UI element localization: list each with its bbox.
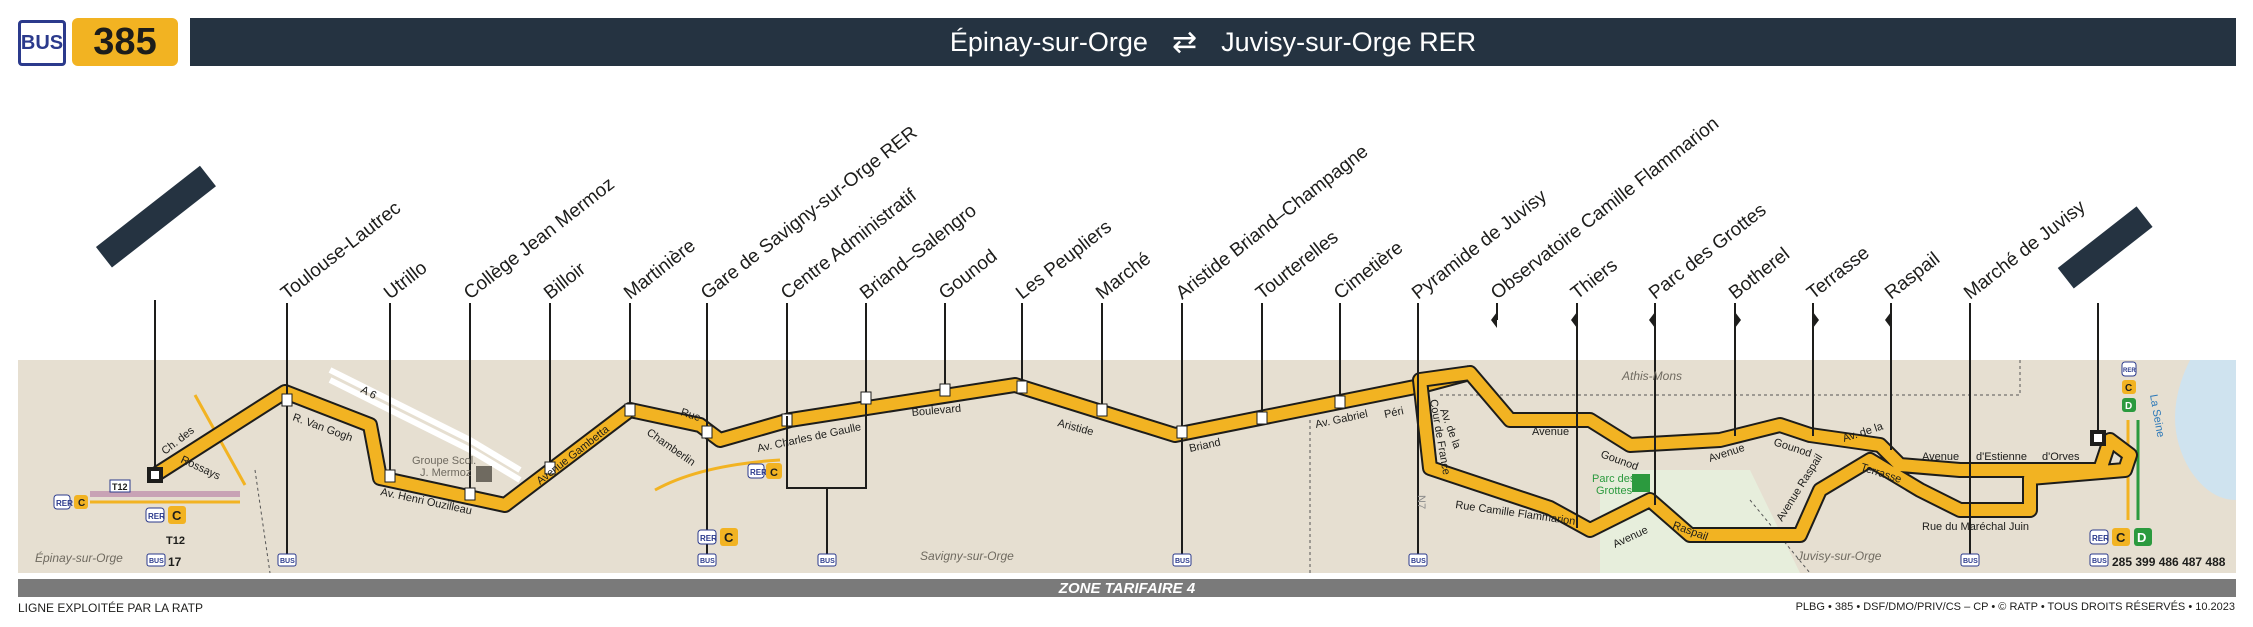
bus-mode-badge: BUS	[18, 20, 66, 66]
bus-icon: BUS	[820, 558, 835, 565]
rer-d-icon: D	[2125, 401, 2132, 412]
direction-arrows-icon: ⇄	[1171, 25, 1198, 59]
rer-icon: RER	[700, 534, 717, 543]
rer-c-track-savigny	[654, 458, 781, 492]
stop-label-thiers: Thiers	[1567, 255, 1622, 304]
terminus-from: Épinay-sur-Orge	[949, 26, 1148, 57]
connection-aristide: BUS	[1172, 553, 1192, 567]
seine-river	[2175, 360, 2236, 500]
commune-boundary	[1749, 499, 1811, 574]
rer-icon: RER	[2092, 534, 2109, 543]
rer-c-icon: C	[724, 530, 734, 545]
street-label: Péri	[1383, 405, 1405, 421]
stop-label-college-jean-mermoz: Collège Jean Mermoz	[460, 174, 619, 304]
park-label: Parc des	[1592, 473, 1636, 485]
t12-icon: T12	[166, 535, 185, 547]
bus-lines-juvisy: 285 399 486 487 488	[2112, 555, 2226, 569]
street-label: N7	[1415, 495, 1427, 509]
stop-label-terrasse: Terrasse	[1803, 243, 1873, 304]
route-loop	[1414, 367, 2136, 541]
street-label: Avenue	[1922, 451, 1959, 463]
stop-label-marche-de-juvisy: Marché de Juvisy	[1960, 196, 2090, 304]
connections-savigny: RER C BUS RER C	[697, 463, 782, 567]
rer-c-icon: C	[2116, 530, 2126, 545]
stop-label-billoir: Billoir	[540, 258, 590, 304]
connection-pyramide: BUS	[1408, 553, 1428, 567]
terminus-to: Juvisy-sur-Orge RER	[1221, 26, 1477, 57]
connection-marche-juvisy: BUS	[1960, 553, 1980, 567]
rer-icon: RER	[148, 512, 165, 521]
street-label: d'Estienne	[1976, 451, 2027, 463]
connection-briand: BUS	[817, 553, 837, 567]
stop-label-cimetiere: Cimetière	[1330, 237, 1407, 304]
area-label-epinay: Épinay-sur-Orge	[35, 550, 123, 565]
street-label: J. Mermoz	[420, 467, 471, 479]
area-label-athis: Athis-Mons	[1621, 369, 1682, 383]
header: BUS 385 Épinay-sur-Orge ⇄ Juvisy-sur-Org…	[0, 0, 2253, 80]
rer-c-icon: C	[2125, 383, 2132, 394]
street-label: Groupe Scol.	[412, 455, 476, 467]
rer-d-icon: D	[2137, 530, 2146, 545]
stop-label-martiniere: Martinière	[620, 235, 700, 304]
bus-icon: BUS	[280, 558, 295, 565]
rer-c-icon: C	[78, 498, 85, 509]
commune-boundary	[1440, 360, 2021, 396]
bus-icon: BUS	[1411, 558, 1426, 565]
stop-label-centre-administratif: Centre Administratif	[777, 185, 921, 304]
stop-label-pyramide-de-juvisy: Pyramide de Juvisy	[1408, 186, 1551, 304]
rer-icon: RER	[56, 499, 73, 508]
park-icon	[1632, 474, 1650, 492]
street-label: Avenue	[1532, 426, 1569, 438]
bus-line-17: 17	[168, 555, 182, 569]
line-number-badge: 385	[72, 18, 178, 66]
bus-icon: BUS	[2092, 558, 2107, 565]
connection-toulouse: BUS	[277, 553, 297, 567]
credits-note: PLBG • 385 • DSF/DMO/PRIV/CS – CP • © RA…	[1795, 601, 2235, 613]
park-label: Grottes	[1596, 485, 1633, 497]
stop-label-gounod: Gounod	[935, 246, 1001, 304]
bus-icon: BUS	[1963, 558, 1978, 565]
street-label: Rue du Maréchal Juin	[1922, 521, 2029, 533]
tram-icon	[109, 479, 131, 493]
stop-label-raspail: Raspail	[1881, 248, 1944, 304]
route-main	[151, 367, 1472, 511]
fare-zone-bar: ZONE TARIFAIRE 4	[18, 579, 2236, 597]
stop-label-marche: Marché	[1092, 248, 1155, 304]
street-label: d'Orves	[2042, 451, 2080, 463]
rer-icon: RER	[750, 468, 767, 477]
area-label-juvisy: Juvisy-sur-Orge	[1796, 549, 1882, 563]
school-icon	[476, 466, 492, 482]
rer-icon: RER	[2123, 368, 2136, 374]
operator-note: LIGNE EXPLOITÉE PAR LA RATP	[18, 601, 203, 615]
commune-boundary	[254, 469, 271, 574]
bus-icon: BUS	[1175, 558, 1190, 565]
rer-c-icon: C	[770, 467, 778, 479]
connections-epinay: RER C T12 RER C T12 BUS 17	[53, 479, 186, 569]
connections-juvisy: RER C D BUS 285 399 486 487 488 RER C D	[2089, 361, 2226, 569]
bus-icon: BUS	[149, 558, 164, 565]
bus-icon: BUS	[700, 558, 715, 565]
stop-label-utrillo: Utrillo	[380, 257, 431, 303]
stop-label-botherel: Botherel	[1725, 244, 1794, 304]
street-label: Rue	[679, 406, 702, 424]
t12-icon: T12	[112, 482, 128, 492]
route-title-bar: Épinay-sur-Orge ⇄ Juvisy-sur-Orge RER	[190, 18, 2236, 66]
rer-c-icon: C	[172, 508, 182, 523]
area-label-savigny: Savigny-sur-Orge	[920, 549, 1014, 563]
street-label: Boulevard	[911, 403, 961, 419]
